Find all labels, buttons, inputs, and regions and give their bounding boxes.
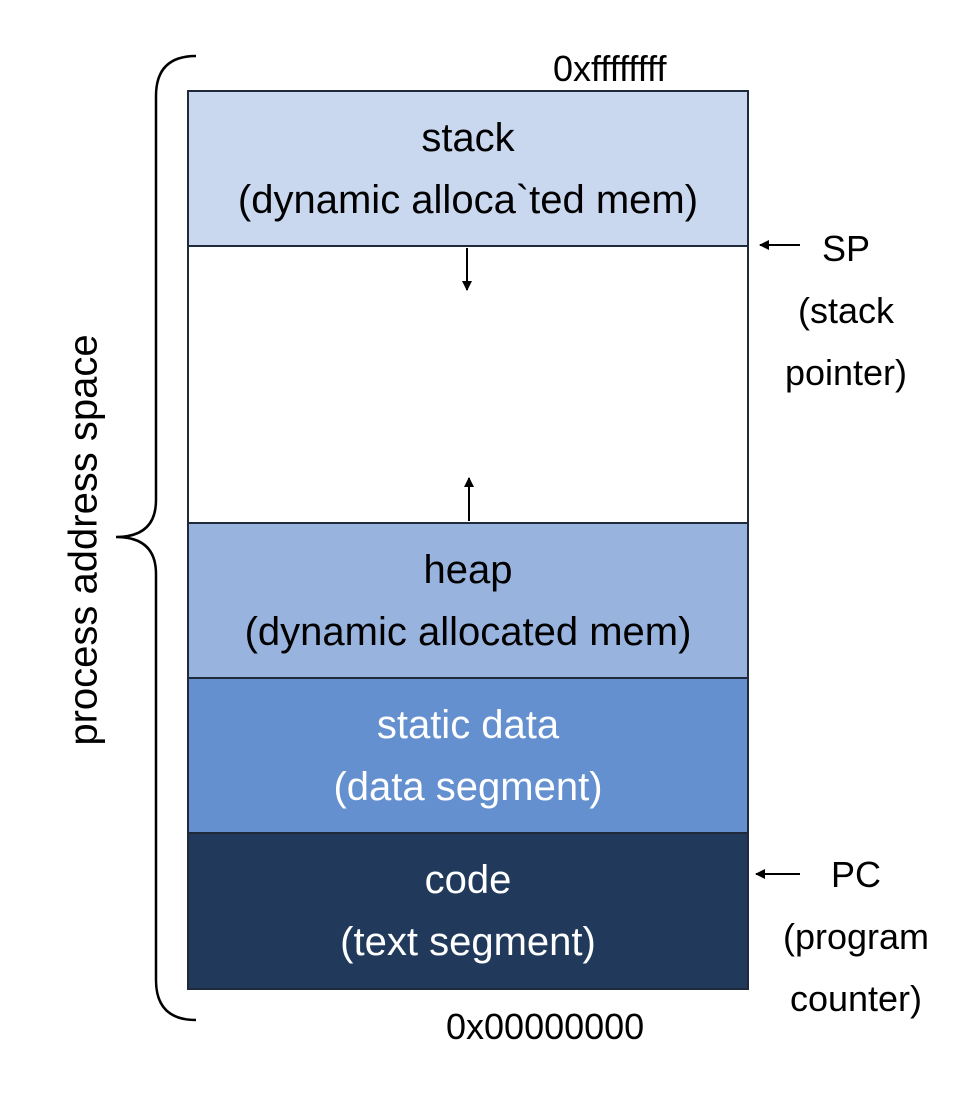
stack-pointer-label: SP (stack pointer) <box>758 218 934 404</box>
pc-line2: (program <box>782 916 930 957</box>
top-address-label: 0xffffffff <box>553 48 667 89</box>
pc-line3: counter) <box>789 978 923 1019</box>
static-data-segment: static data (data segment) <box>187 677 749 834</box>
pc-line1: PC <box>830 854 881 895</box>
stack-title: stack <box>421 115 515 160</box>
static-data-title: static data <box>376 702 560 747</box>
static-data-description: (data segment) <box>333 764 603 809</box>
code-title: code <box>424 858 512 902</box>
sp-line1: SP <box>821 228 871 269</box>
heap-description: (dynamic allocated mem) <box>244 609 692 654</box>
stack-description: (dynamic alloca`ted mem) <box>237 177 699 222</box>
bottom-address-label: 0x00000000 <box>446 1006 645 1047</box>
sp-line3: pointer) <box>784 352 908 393</box>
heap-title: heap <box>423 547 513 592</box>
code-segment: code (text segment) <box>187 832 749 990</box>
program-counter-label: PC (program counter) <box>758 844 954 1030</box>
code-description: (text segment) <box>340 920 596 964</box>
address-space-brace <box>115 54 197 1022</box>
sp-line2: (stack <box>797 290 894 331</box>
stack-segment: stack (dynamic alloca`ted mem) <box>187 90 749 247</box>
